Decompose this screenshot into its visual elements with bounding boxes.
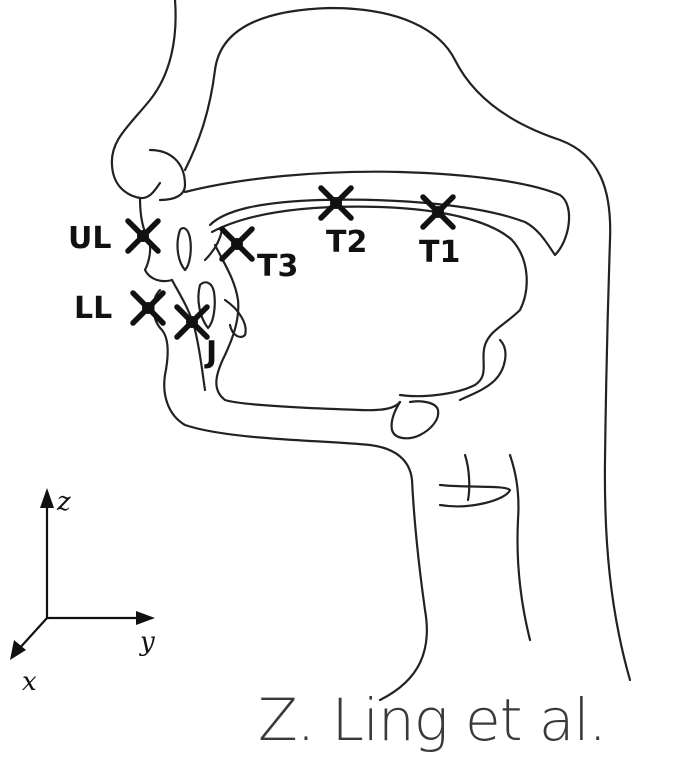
x-axis-label: x: [22, 667, 37, 697]
coordinate-axes: z y x: [10, 487, 155, 697]
sensor-label-ll: LL: [74, 291, 112, 326]
author-credit: Z. Ling et al.: [258, 686, 606, 754]
sensor-label-t2: T2: [326, 225, 367, 260]
y-axis-label: y: [139, 627, 155, 657]
sensor-marker-ll: [133, 293, 163, 323]
y-axis-arrowhead: [136, 611, 155, 625]
sensor-marker-j: [177, 307, 207, 337]
sensor-marker-t1: [423, 197, 453, 227]
sensor-label-ul: UL: [68, 221, 111, 256]
sensor-marker-t2: [321, 188, 351, 218]
sensor-marker-t3: [222, 229, 252, 259]
z-axis-label: z: [56, 487, 71, 517]
z-axis-arrowhead: [40, 488, 54, 508]
sensor-label-t1: T1: [419, 235, 460, 270]
sensor-label-t3: T3: [257, 249, 298, 284]
sensor-label-j: J: [204, 335, 217, 370]
anatomy-outline: [112, 0, 630, 700]
